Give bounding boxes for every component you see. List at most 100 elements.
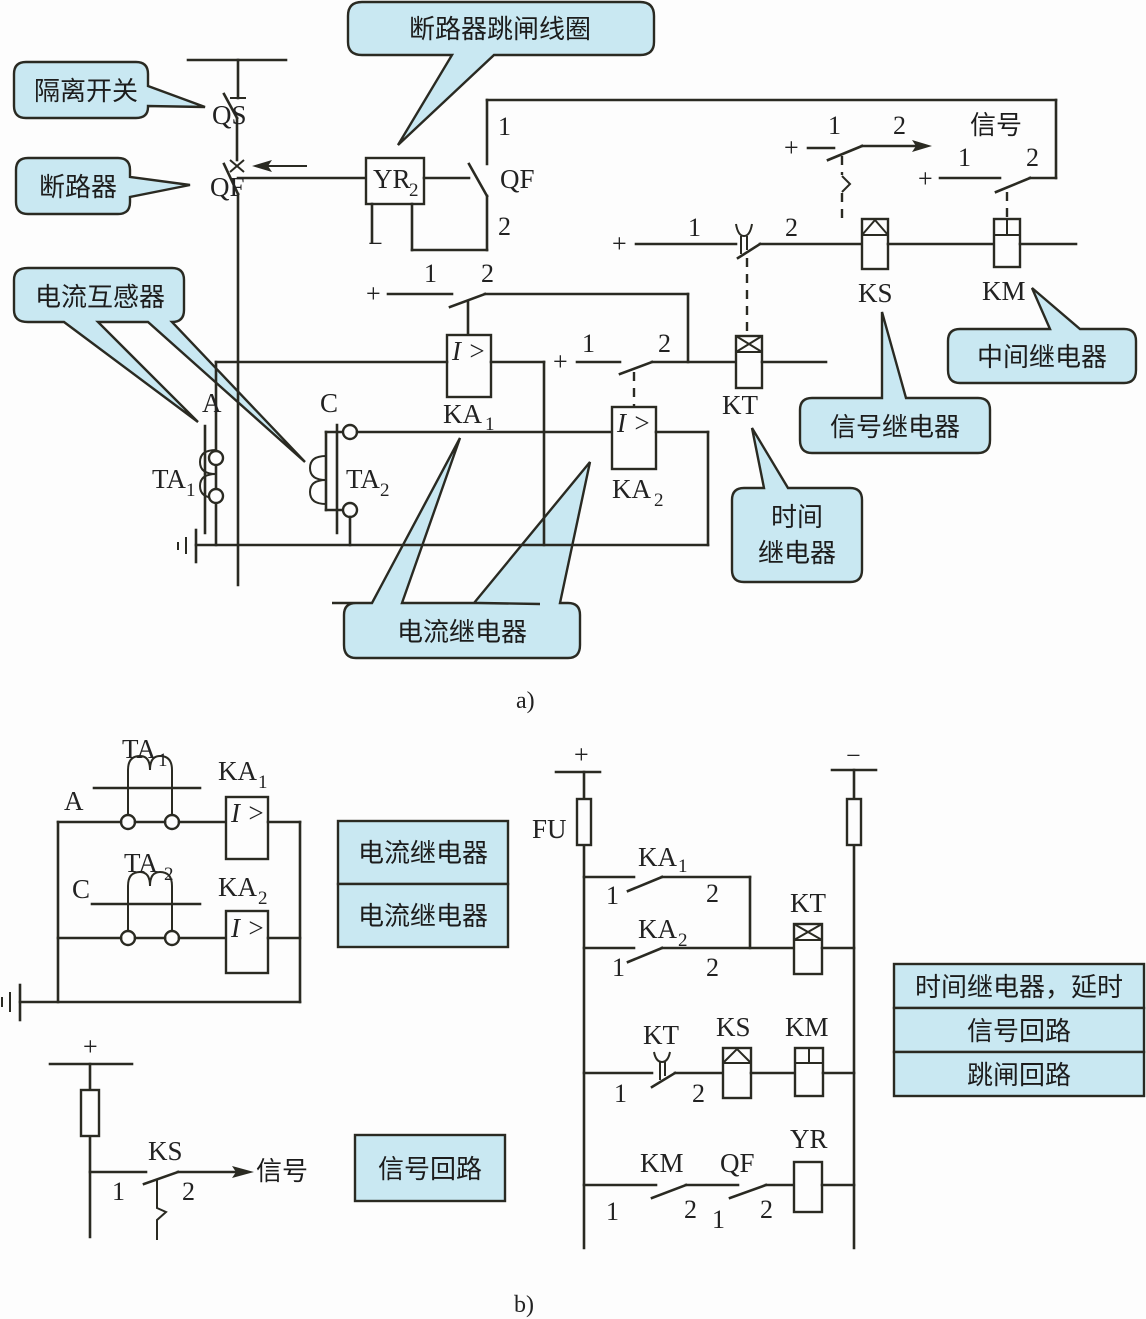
num: 2	[684, 1195, 697, 1224]
minus: −	[846, 741, 861, 770]
callout-intermediate-relay: 中间继电器	[946, 287, 1138, 385]
b-ta2-label: TA	[124, 848, 158, 878]
num: 1	[828, 111, 841, 140]
callout-ct-text: 电流互感器	[35, 283, 165, 313]
km-label: KM	[982, 276, 1026, 306]
ka2-relay-symbol: I >	[616, 408, 651, 438]
callout-current-relay-text: 电流继电器	[397, 618, 527, 648]
num: 1	[612, 953, 625, 982]
num: 1	[958, 143, 971, 172]
caption-a: a)	[516, 688, 535, 714]
callout-time-relay-text-1: 时间	[771, 503, 823, 533]
b-kt-contact-label: KT	[643, 1020, 679, 1050]
legend-trip-circuit: 跳闸回路	[967, 1061, 1071, 1091]
qf-aux-label: QF	[500, 164, 535, 194]
b-signal-label: 信号	[256, 1157, 308, 1187]
legend-signal-circuit: 信号回路	[967, 1017, 1071, 1047]
ct-secondary-circuit: I > I >	[152, 333, 710, 564]
legend-current-2: 电流继电器	[358, 902, 488, 932]
b-ka1-label: KA	[218, 756, 257, 786]
ka2-label: KA	[612, 474, 651, 504]
callout-trip-coil-text: 断路器跳闸线圈	[409, 15, 591, 45]
sub: 1	[485, 414, 495, 435]
ka1-label: KA	[443, 399, 482, 429]
b-phase-a: A	[64, 786, 84, 816]
callout-breaker-text: 断路器	[39, 173, 117, 203]
num: 2	[1026, 143, 1039, 172]
legend-control-circuit: 时间继电器，延时 信号回路 跳闸回路	[892, 962, 1146, 1098]
num: 2	[658, 329, 671, 358]
plus: +	[553, 347, 568, 376]
plus: +	[83, 1032, 98, 1061]
plus: +	[612, 229, 627, 258]
minus-label: −	[368, 229, 383, 258]
b-ka2-contact-label: KA	[638, 914, 677, 944]
part-a: 断路器跳闸线圈 隔离开关 断路器 电流互感器 电流继电器 时间 继电器	[12, 0, 1138, 714]
b-ks-label: KS	[148, 1136, 183, 1166]
signal-label: 信号	[970, 111, 1022, 141]
ta1-label: TA	[152, 464, 186, 494]
plus: +	[918, 164, 933, 193]
callout-ct: 电流互感器	[12, 266, 306, 463]
num: 1	[688, 213, 701, 242]
callout-signal-relay: 信号继电器	[798, 311, 992, 455]
num: 1	[424, 259, 437, 288]
sub: 1	[158, 750, 168, 771]
trip-coil-yr2: YR 2 − 1 QF 2	[364, 98, 1058, 258]
num: 2	[706, 953, 719, 982]
callout-trip-coil: 断路器跳闸线圈	[346, 0, 656, 146]
num: 2	[182, 1177, 195, 1206]
sub: 2	[380, 480, 390, 501]
b-ka2-relay-symbol: I >	[230, 913, 265, 943]
primary-circuit	[186, 58, 368, 587]
b-yr-label: YR	[790, 1124, 828, 1154]
qf-aux-1: 1	[498, 112, 511, 141]
ks-signal-contact: + 1 2 信号	[784, 111, 1022, 219]
plus: +	[784, 133, 799, 162]
b-ka2-label: KA	[218, 872, 257, 902]
legend-signal: 信号回路	[378, 1155, 482, 1185]
callout-time-relay-text-2: 继电器	[758, 539, 836, 569]
sub: 1	[186, 480, 196, 501]
qf-label: QF	[210, 172, 245, 202]
sub: 2	[678, 930, 688, 951]
num: 1	[112, 1177, 125, 1206]
num: 1	[606, 1197, 619, 1226]
callout-current-relay: 电流继电器	[332, 437, 592, 660]
sub: 2	[258, 888, 268, 909]
callout-intermediate-relay-text: 中间继电器	[977, 343, 1107, 373]
callout-isolator: 隔离开关	[12, 60, 206, 120]
phase-a-label: A	[202, 388, 222, 418]
kt-contact-line: + 1 2 KS KM	[612, 213, 1078, 336]
legend-current-1: 电流继电器	[358, 839, 488, 869]
num: 1	[712, 1205, 725, 1234]
ka2-contact-kt: + 1 2 KT	[553, 329, 828, 420]
b-phase-c: C	[72, 874, 90, 904]
b-ta1-label: TA	[122, 734, 156, 764]
num: 2	[692, 1079, 705, 1108]
callout-isolator-text: 隔离开关	[34, 77, 138, 107]
ka1-relay-symbol: I >	[451, 336, 486, 366]
b-kt-coil-label: KT	[790, 888, 826, 918]
num: 1	[606, 881, 619, 910]
ks-label: KS	[858, 278, 893, 308]
num: 2	[481, 259, 494, 288]
callout-time-relay: 时间 继电器	[730, 427, 864, 584]
sub: 2	[164, 864, 174, 885]
b-ks-coil-label: KS	[716, 1012, 751, 1042]
km-contact: + 1 2	[918, 143, 1058, 219]
callout-breaker: 断路器	[14, 156, 191, 216]
legend-current-relays: 电流继电器 电流继电器	[336, 819, 510, 949]
sub: 1	[258, 772, 268, 793]
phase-c-label: C	[320, 388, 338, 418]
num: 1	[614, 1079, 627, 1108]
b-fu-label: FU	[532, 814, 567, 844]
plus: +	[574, 740, 589, 769]
num: 2	[760, 1195, 773, 1224]
legend-time-relay: 时间继电器，延时	[915, 973, 1123, 1003]
b-qf-contact-label: QF	[720, 1148, 755, 1178]
num: 2	[893, 111, 906, 140]
num: 2	[706, 879, 719, 908]
sub: 1	[678, 856, 688, 877]
